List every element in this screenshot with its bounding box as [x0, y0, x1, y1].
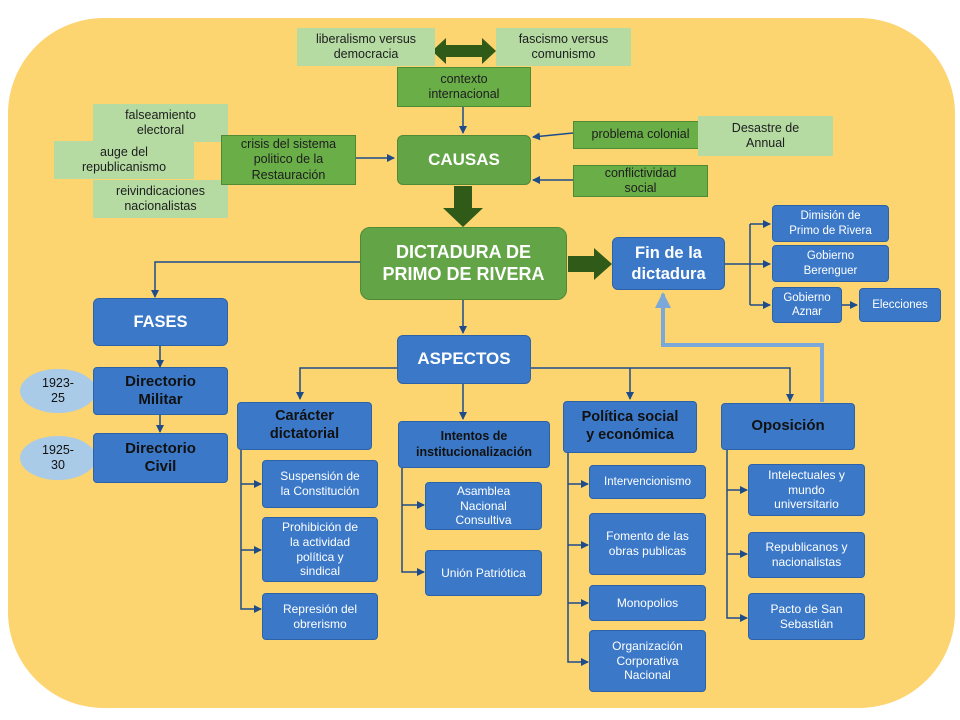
suspension-constitucion-box: Suspensión de la Constitución	[262, 460, 378, 508]
intelectuales-box: Intelectuales y mundo universitario	[748, 464, 865, 516]
crisis-sistema-box: crisis del sistema politico de la Restau…	[221, 135, 356, 185]
gobierno-aznar-box: Gobierno Aznar	[772, 287, 842, 323]
pacto-san-sebastian-box: Pacto de San Sebastián	[748, 593, 865, 640]
elecciones-box: Elecciones	[859, 288, 941, 322]
problema-colonial-box: problema colonial	[573, 121, 708, 149]
aspectos-node: ASPECTOS	[397, 335, 531, 384]
fecha-1923-25: 1923- 25	[20, 369, 96, 413]
fin-dictadura-node: Fin de la dictadura	[612, 237, 725, 290]
caracter-dictatorial-node: Carácter dictatorial	[237, 402, 372, 450]
conflictividad-social-box: conflictividad social	[573, 165, 708, 197]
contexto-internacional-box: contexto internacional	[397, 67, 531, 107]
falseamiento-electoral-box: falseamiento electoral	[93, 104, 228, 142]
intentos-institucionalizacion-node: Intentos de institucionalización	[398, 421, 550, 468]
gobierno-berenguer-box: Gobierno Berenguer	[772, 245, 889, 282]
fecha-1925-30: 1925- 30	[20, 436, 96, 480]
directorio-civil-node: Directorio Civil	[93, 433, 228, 483]
politica-social-economica-node: Política social y económica	[563, 401, 697, 453]
liberalismo-democracia-box: liberalismo versus democracia	[297, 28, 435, 66]
causas-node: CAUSAS	[397, 135, 531, 185]
republicanos-nacionalistas-box: Republicanos y nacionalistas	[748, 532, 865, 578]
directorio-militar-node: Directorio Militar	[93, 367, 228, 415]
asamblea-nacional-box: Asamblea Nacional Consultiva	[425, 482, 542, 530]
union-patriotica-box: Unión Patriótica	[425, 550, 542, 596]
fascismo-comunismo-box: fascismo versus comunismo	[496, 28, 631, 66]
fomento-obras-box: Fomento de las obras publicas	[589, 513, 706, 575]
auge-republicanismo-box: auge del republicanismo	[54, 141, 194, 179]
monopolios-box: Monopolios	[589, 585, 706, 621]
prohibicion-actividad-box: Prohibición de la actividad política y s…	[262, 517, 378, 582]
organizacion-corporativa-box: Organización Corporativa Nacional	[589, 630, 706, 692]
oposicion-node: Oposición	[721, 403, 855, 450]
intervencionismo-box: Intervencionismo	[589, 465, 706, 499]
dimision-box: Dimisión de Primo de Rivera	[772, 205, 889, 242]
desastre-annual-box: Desastre de Annual	[698, 116, 833, 156]
dictadura-node: DICTADURA DE PRIMO DE RIVERA	[360, 227, 567, 300]
represion-obrerismo-box: Represión del obrerismo	[262, 593, 378, 640]
reivindicaciones-nacionalistas-box: reivindicaciones nacionalistas	[93, 180, 228, 218]
fases-node: FASES	[93, 298, 228, 346]
